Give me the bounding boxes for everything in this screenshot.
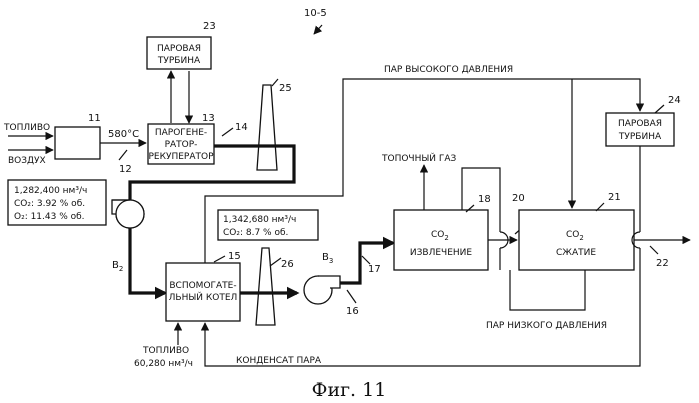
hrsg-13-number: 13 [202, 113, 215, 124]
annotation2-flow: 1,342,680 нм³/ч [223, 215, 296, 225]
lp-steam-label: ПАР НИЗКОГО ДАВЛЕНИЯ [486, 321, 607, 331]
air-label: ВОЗДУХ [8, 156, 46, 166]
boiler-15-line1: ВСПОМОГАТЕ- [169, 281, 236, 291]
annotation1-flow: 1,282,400 нм³/ч [14, 186, 87, 196]
fuel2-label: ТОПЛИВО [142, 346, 189, 356]
co2-compression-line2: СЖАТИЕ [556, 248, 596, 258]
stack-25-number: 25 [279, 83, 292, 94]
condensate-label: КОНДЕНСАТ ПАРА [236, 356, 322, 366]
co2-compression-21: CO2 СЖАТИЕ 21 [519, 192, 634, 270]
steam-turbine-24-number: 24 [668, 95, 681, 106]
steam-turbine-23-line1: ПАРОВАЯ [157, 44, 201, 54]
fan-b3: B3 [304, 252, 340, 304]
hrsg-13-line2: РАТОР- [165, 140, 198, 150]
co2-extraction-line2: ИЗВЛЕЧЕНИЕ [410, 248, 472, 258]
figure-reference: 10-5 [304, 8, 327, 34]
fan-b2-label: B2 [112, 260, 123, 273]
flue-gas-label: ТОПОЧНЫЙ ГАЗ [381, 152, 457, 164]
stack-26-number: 26 [281, 259, 294, 270]
steam-turbine-23-number: 23 [203, 21, 216, 32]
fuel-label: ТОПЛИВО [3, 123, 50, 133]
line-12-number: 12 [119, 164, 132, 175]
hp-steam-label: ПАР ВЫСОКОГО ДАВЛЕНИЯ [384, 65, 513, 75]
figure-caption: Фиг. 11 [312, 379, 387, 401]
gas-turbine-11: 11 [55, 113, 101, 159]
steam-turbine-24-line2: ТУРБИНА [618, 132, 662, 142]
flow-annotation-1: 1,282,400 нм³/ч CO₂: 3.92 % об. O₂: 11.4… [8, 180, 106, 225]
hrsg-13-line1: ПАРОГЕНЕ- [155, 128, 207, 138]
flue-gas-line-17 [340, 243, 393, 283]
steam-turbine-23-line2: ТУРБИНА [157, 56, 201, 66]
co2-extraction-number: 18 [478, 194, 491, 205]
hrsg-13: ПАРОГЕНЕ- РАТОР- РЕКУПЕРАТОР 13 [148, 113, 215, 164]
flow-annotation-2: 1,342,680 нм³/ч CO₂: 8.7 % об. [218, 210, 318, 240]
line-17-number: 17 [368, 264, 381, 275]
annotation1-co2: CO₂: 3.92 % об. [14, 199, 85, 209]
co2-extraction-18: CO2 ИЗВЛЕЧЕНИЕ 18 [394, 194, 491, 270]
figure-reference-label: 10-5 [304, 8, 327, 19]
annotation1-o2: O₂: 11.43 % об. [14, 212, 85, 222]
flue-gas-to-boiler [130, 228, 165, 293]
gas-turbine-11-number: 11 [88, 113, 101, 124]
line-16-number: 16 [346, 306, 359, 317]
stack-26: 26 [256, 248, 294, 325]
line-20-number: 20 [512, 193, 525, 204]
boiler-15-number: 15 [228, 251, 241, 262]
annotation2-co2: CO₂: 8.7 % об. [223, 228, 288, 238]
boiler-15-line2: ЛЬНЫЙ КОТЕЛ [169, 291, 238, 303]
stack-25: 25 [257, 79, 292, 170]
auxiliary-boiler-15: ВСПОМОГАТЕ- ЛЬНЫЙ КОТЕЛ 15 [166, 251, 241, 321]
line-22-number: 22 [656, 258, 669, 269]
steam-turbine-24: ПАРОВАЯ ТУРБИНА 24 [606, 95, 681, 146]
co2-compression-number: 21 [608, 192, 621, 203]
steam-turbine-23: ПАРОВАЯ ТУРБИНА 23 [147, 21, 216, 69]
steam-turbine-24-line1: ПАРОВАЯ [618, 119, 662, 129]
fan-b3-label: B3 [322, 252, 333, 265]
line-14-number: 14 [235, 122, 248, 133]
lp-steam-loop [510, 270, 585, 310]
fan-b2: B2 [112, 200, 144, 273]
fuel2-flow: 60,280 нм³/ч [134, 359, 193, 369]
temperature-label: 580°C [108, 129, 139, 140]
hrsg-13-line3: РЕКУПЕРАТОР [148, 152, 214, 162]
